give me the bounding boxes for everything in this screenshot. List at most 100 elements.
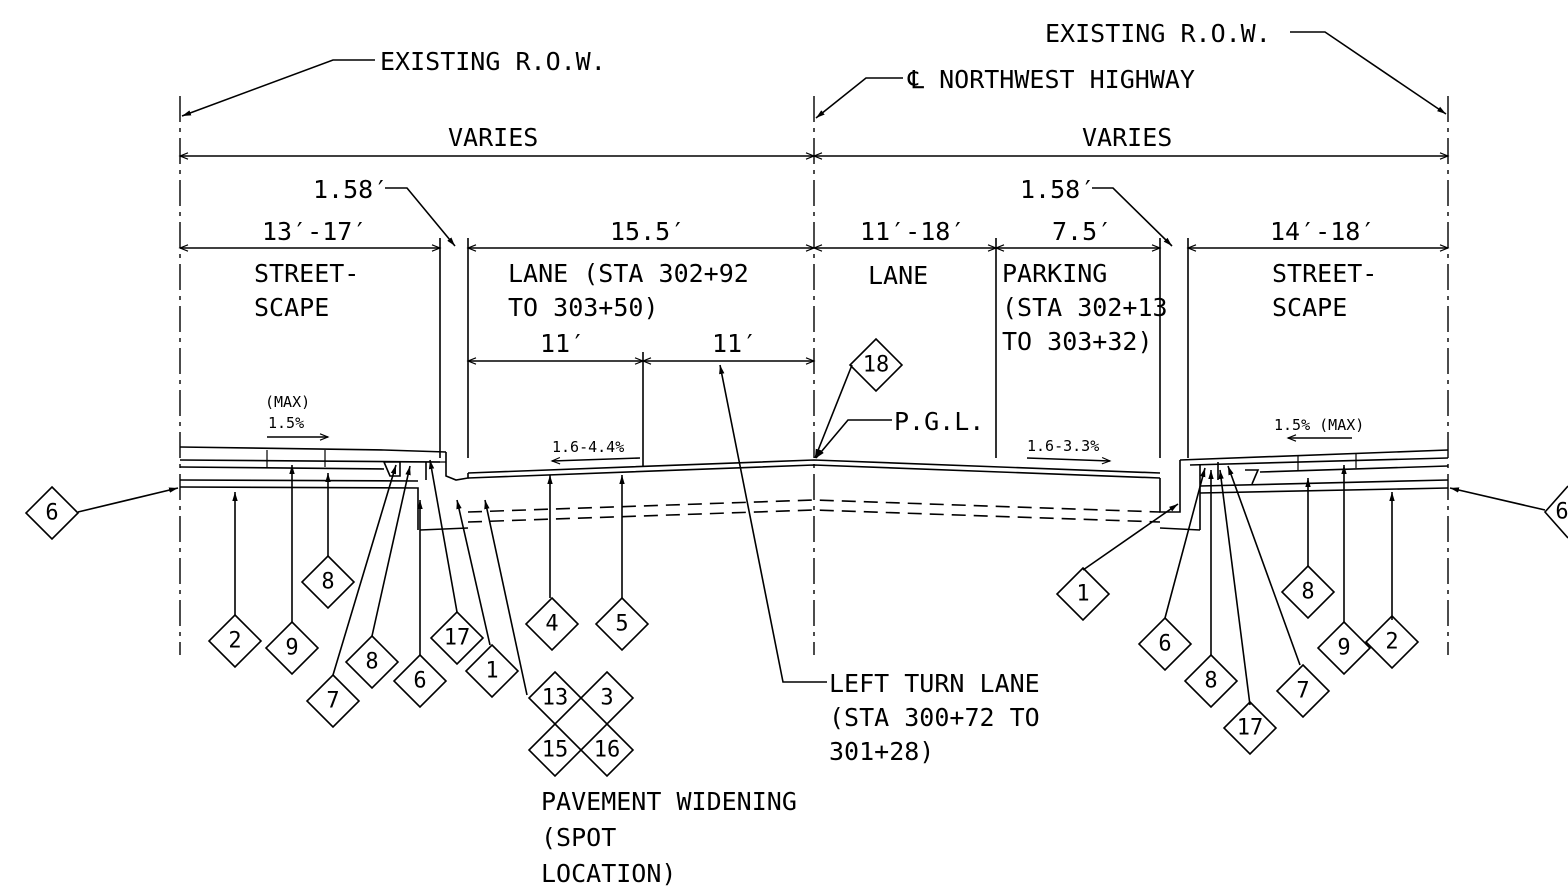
dimensions: VARIES VARIES 1.58′ 1.58′ 13′-17′ 15.5′ … <box>178 123 1450 466</box>
widening-line-1 <box>467 499 1161 513</box>
gutter-left-leader <box>385 187 456 247</box>
leader <box>814 364 853 459</box>
slope-sidewalk-left-label: 1.5% <box>268 414 304 432</box>
roadway-section <box>179 446 1449 531</box>
callout-text: 7 <box>1296 679 1309 704</box>
callout-8-right-a: 8 <box>1183 653 1239 709</box>
sidewalk-right-layer <box>1199 487 1449 494</box>
sidewalk-right-layer <box>1189 457 1449 466</box>
callout-text: 8 <box>321 570 334 595</box>
notes: LEFT TURN LANE (STA 300+72 TO 301+28) PA… <box>541 669 1040 887</box>
callout-4: 4 <box>524 596 580 652</box>
slope-lane-right-label: 1.6-3.3% <box>1027 437 1099 455</box>
slope-labels: (MAX) 1.5% 1.6-4.4% 1.6-3.3% 1.5% (MAX) … <box>265 393 1364 465</box>
dim-sub-1-label: 11′ <box>540 329 585 358</box>
streetscape-left-label-1: STREET- <box>254 259 359 288</box>
callout-3: 3 <box>579 670 635 726</box>
widening-label-3: LOCATION) <box>541 859 676 887</box>
callout-6-right: 6 <box>1137 616 1193 672</box>
callout-leaders <box>77 364 1546 706</box>
callout-6-left: 6 <box>24 485 80 541</box>
callout-7-right: 7 <box>1275 663 1331 719</box>
row-left-label: EXISTING R.O.W. <box>380 47 606 76</box>
callout-text: 7 <box>326 689 339 714</box>
callout-text: 8 <box>365 650 378 675</box>
callout-text: 4 <box>545 612 558 637</box>
widening-edge <box>419 527 469 531</box>
curb-right-detail <box>1245 469 1260 485</box>
dim-streetscape-left-label: 13′-17′ <box>262 217 367 246</box>
leader <box>1227 465 1301 666</box>
streetscape-right-label-2: SCAPE <box>1272 293 1347 322</box>
sidewalk-left-layer <box>179 466 385 470</box>
dim-parking-label: 7.5′ <box>1052 217 1112 246</box>
callout-text: 15 <box>542 738 569 763</box>
leader <box>1218 469 1251 706</box>
lane-right-label: LANE <box>868 261 928 290</box>
callout-2-right: 2 <box>1364 614 1420 670</box>
sidewalk-right-layer <box>1259 465 1449 473</box>
leader <box>428 459 458 613</box>
callout-text: 6 <box>1158 632 1171 657</box>
reference-lines <box>179 96 1449 655</box>
dim-lane-right-label: 11′-18′ <box>860 217 965 246</box>
varies-left-label: VARIES <box>448 123 538 152</box>
pgl-leader <box>815 419 892 459</box>
parking-label-2: (STA 302+13 <box>1002 293 1168 322</box>
callout-18: 18 <box>848 337 904 393</box>
callout-text: 2 <box>228 629 241 654</box>
callout-text: 6 <box>413 669 426 694</box>
callout-2-left: 2 <box>207 613 263 669</box>
slope-arrow <box>1026 457 1112 465</box>
slope-lane-left-label: 1.6-4.4% <box>552 438 624 456</box>
callout-8-right-b: 8 <box>1280 564 1336 620</box>
dim-lane-left-label: 15.5′ <box>610 217 685 246</box>
region-labels: STREET- SCAPE LANE (STA 302+92 TO 303+50… <box>254 259 1377 356</box>
callout-7-left: 7 <box>305 673 361 729</box>
row-left-leader <box>181 59 375 117</box>
widening-edge <box>1159 527 1201 531</box>
leader <box>456 499 491 646</box>
widening-label-1: PAVEMENT WIDENING <box>541 787 797 816</box>
row-right-leader <box>1290 31 1447 115</box>
left-turn-label-3: 301+28) <box>829 737 934 766</box>
callout-text: 1 <box>485 659 498 684</box>
callout-16: 16 <box>579 722 635 778</box>
top-leaders: EXISTING R.O.W. EXISTING R.O.W. ℄ NORTHW… <box>181 19 1447 119</box>
parking-label-1: PARKING <box>1002 259 1107 288</box>
callout-8-left-b: 8 <box>344 634 400 690</box>
curb-left-detail <box>382 461 401 477</box>
callout-text: 18 <box>863 353 890 378</box>
callout-text: 5 <box>615 612 628 637</box>
widening-label-2: (SPOT <box>541 823 616 852</box>
callout-1-right: 1 <box>1055 566 1111 622</box>
callout-text: 17 <box>1237 716 1264 741</box>
leader <box>332 464 397 676</box>
lane-left-label-2: TO 303+50) <box>508 293 659 322</box>
streetscape-left-label-2: SCAPE <box>254 293 329 322</box>
callout-text: 8 <box>1301 580 1314 605</box>
widening-line-2 <box>467 509 1161 523</box>
gutter-left-label: 1.58′ <box>313 175 388 204</box>
sidewalk-right-layer <box>1199 479 1449 487</box>
parking-label-3: TO 303+32) <box>1002 327 1153 356</box>
max-left-label: (MAX) <box>265 393 310 411</box>
dim-streetscape-right-label: 14′-18′ <box>1270 217 1375 246</box>
leader <box>484 499 528 696</box>
leader <box>1164 467 1206 619</box>
left-turn-label-1: LEFT TURN LANE <box>829 669 1040 698</box>
row-right-label: EXISTING R.O.W. <box>1045 19 1271 48</box>
centerline-label: ℄ NORTHWEST HIGHWAY <box>907 65 1195 94</box>
streetscape-right-label-1: STREET- <box>1272 259 1377 288</box>
sidewalk-left-layer <box>179 479 419 482</box>
left-turn-leader <box>719 364 827 683</box>
callout-text: 2 <box>1385 630 1398 655</box>
callout-text: 3 <box>600 686 613 711</box>
callout-text: 13 <box>542 686 569 711</box>
callout-17-left: 17 <box>429 610 485 666</box>
lane-left-label-1: LANE (STA 302+92 <box>508 259 749 288</box>
slope-sidewalk-right-label: 1.5% (MAX) <box>1274 416 1364 434</box>
callout-6-left-b: 6 <box>392 653 448 709</box>
left-turn-label-2: (STA 300+72 TO <box>829 703 1040 732</box>
